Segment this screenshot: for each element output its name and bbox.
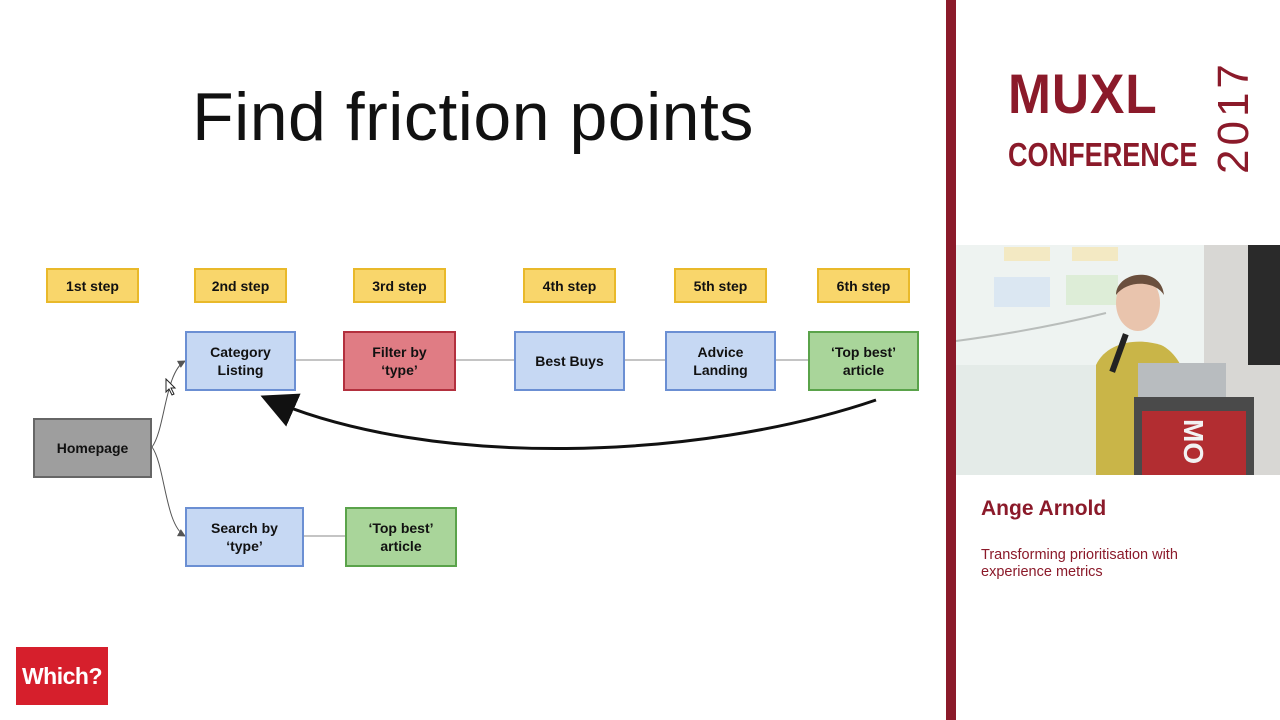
step-label-3: 3rd step — [353, 268, 446, 303]
conference-sidebar: MUXL CONFERENCE 2017 — [956, 0, 1280, 720]
muxl-logo-line2: CONFERENCE — [1008, 136, 1198, 173]
talk-title: Transforming prioritisation with experie… — [981, 547, 1178, 580]
connector-homepage-category — [151, 360, 186, 448]
slide-title: Find friction points — [192, 79, 754, 155]
which-logo-text: Which? — [21, 662, 103, 689]
node-best-buys: Best Buys — [514, 331, 625, 391]
node-search-by-type: Search by ‘type’ — [185, 507, 304, 567]
mouse-cursor-icon — [165, 378, 177, 396]
which-logo: Which? — [16, 647, 108, 705]
return-arrow — [260, 393, 877, 450]
slide-divider — [946, 0, 956, 720]
step-label-2: 2nd step — [194, 268, 287, 303]
muxl-logo-line1: MUXL — [1008, 62, 1158, 125]
svg-text:MO: MO — [1178, 419, 1209, 464]
node-top-best-article-1: ‘Top best’ article — [808, 331, 919, 391]
speaker-name: Ange Arnold — [981, 497, 1107, 520]
step-label-1: 1st step — [46, 268, 139, 303]
step-label-6: 6th step — [817, 268, 910, 303]
node-advice-landing: Advice Landing — [665, 331, 776, 391]
step-label-4: 4th step — [523, 268, 616, 303]
node-homepage: Homepage — [33, 418, 152, 478]
speaker-video-scene: MO — [956, 245, 1280, 475]
muxl-logo-year: 2017 — [1209, 60, 1258, 174]
speaker-video: MO — [956, 245, 1280, 475]
diagram-connectors — [151, 359, 877, 537]
node-category-listing: Category Listing — [185, 331, 296, 391]
node-top-best-article-2: ‘Top best’ article — [345, 507, 457, 567]
muxl-conference-logo: MUXL CONFERENCE 2017 — [1008, 60, 1258, 176]
step-label-5: 5th step — [674, 268, 767, 303]
connector-homepage-search — [151, 446, 186, 537]
presentation-slide: Find friction points 1st step 2nd step 3… — [16, 79, 919, 705]
node-filter-by-type: Filter by ‘type’ — [343, 331, 456, 391]
